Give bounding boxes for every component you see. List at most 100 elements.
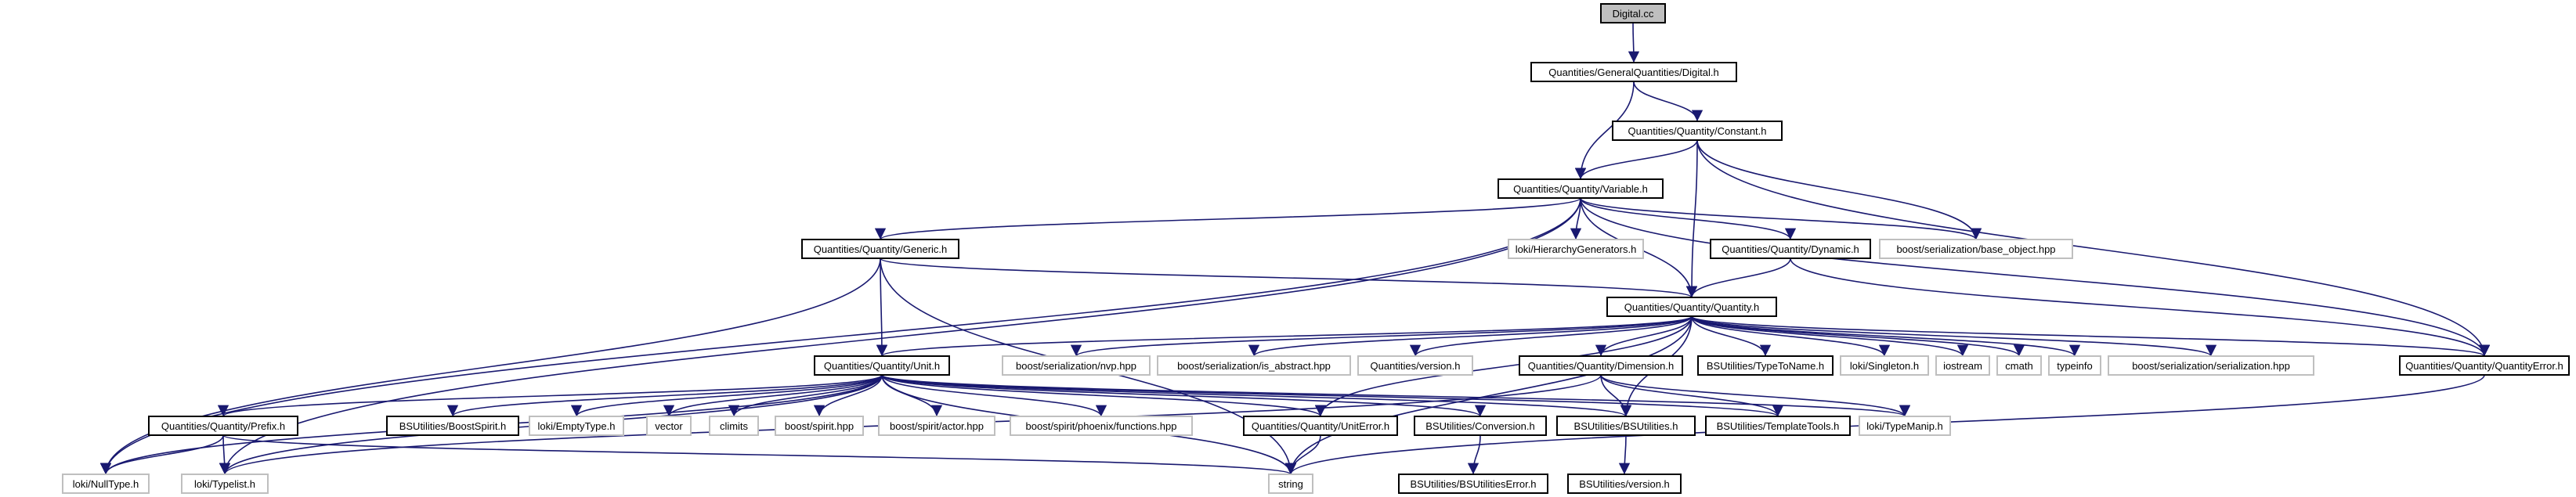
node-n5[interactable]: boost/serialization/base_object.hpp	[1879, 239, 2073, 259]
node-n17[interactable]: cmath	[1996, 355, 2042, 376]
edge-n1-n3	[1574, 81, 1635, 180]
edge-n9-n22	[447, 374, 883, 417]
node-n37[interactable]: BSUtilities/BSUtilitiesError.h	[1398, 474, 1548, 494]
node-box	[1268, 474, 1313, 494]
node-box	[1879, 239, 2073, 259]
node-box	[1859, 416, 1951, 436]
node-label: climits	[720, 420, 749, 432]
node-label: boost/serialization/base_object.hpp	[1896, 243, 2055, 255]
node-label: boost/spirit/phoenix/functions.hpp	[1026, 420, 1177, 432]
node-box	[1612, 121, 1783, 141]
node-n11[interactable]: boost/serialization/is_abstract.hpp	[1157, 355, 1351, 376]
edge-n7-n20	[1790, 258, 2490, 357]
node-n21[interactable]: Quantities/Quantity/Prefix.h	[148, 416, 298, 436]
node-label: BSUtilities/version.h	[1579, 478, 1670, 490]
node-n13[interactable]: Quantities/Quantity/Dimension.h	[1519, 355, 1683, 376]
node-n20[interactable]: Quantities/Quantity/QuantityError.h	[2399, 355, 2570, 376]
node-n22[interactable]: BSUtilities/BoostSpirit.h	[386, 416, 519, 436]
node-label: boost/serialization/is_abstract.hpp	[1177, 360, 1331, 372]
edge-n3-n20	[1580, 197, 2491, 357]
node-n33[interactable]: loki/TypeManip.h	[1859, 416, 1951, 436]
node-box	[1697, 355, 1834, 376]
edge-n29-n36	[1284, 434, 1321, 475]
node-box	[1996, 355, 2042, 376]
node-n7[interactable]: Quantities/Quantity/Dynamic.h	[1710, 239, 1871, 259]
node-label: Quantities/Quantity/QuantityError.h	[2405, 360, 2563, 372]
node-box	[62, 474, 150, 494]
node-n9[interactable]: Quantities/Quantity/Unit.h	[814, 355, 950, 376]
node-n23[interactable]: loki/EmptyType.h	[529, 416, 624, 436]
node-n2[interactable]: Quantities/Quantity/Constant.h	[1612, 121, 1783, 141]
edge-n7-n8	[1685, 258, 1791, 298]
node-n27[interactable]: boost/spirit/actor.hpp	[878, 416, 995, 436]
edge-n3-n35	[219, 197, 1581, 475]
edge-n8-n10	[1071, 315, 1693, 357]
edge-n21-n35	[219, 434, 231, 475]
node-n31[interactable]: BSUtilities/BSUtilities.h	[1556, 416, 1696, 436]
node-box	[1508, 239, 1644, 259]
node-n16[interactable]: iostream	[1935, 355, 1990, 376]
node-n26[interactable]: boost/spirit.hpp	[775, 416, 864, 436]
node-n1[interactable]: Quantities/GeneralQuantities/Digital.h	[1530, 62, 1737, 82]
node-box	[1556, 416, 1696, 436]
node-n19[interactable]: boost/serialization/serialization.hpp	[2108, 355, 2314, 376]
edge-n8-n11	[1248, 315, 1693, 357]
node-n29[interactable]: Quantities/Quantity/UnitError.h	[1243, 416, 1398, 436]
edge-n2-n3	[1574, 139, 1698, 180]
node-n4[interactable]: loki/HierarchyGenerators.h	[1508, 239, 1644, 259]
node-label: BSUtilities/Conversion.h	[1425, 420, 1534, 432]
edge-n8-n18	[1691, 315, 2080, 357]
edge-n8-n15	[1691, 315, 1891, 357]
node-n14[interactable]: BSUtilities/TypeToName.h	[1697, 355, 1834, 376]
edge-n1-n2	[1633, 81, 1703, 122]
edge-n8-n20	[1691, 315, 2490, 357]
node-box	[1840, 355, 1929, 376]
node-n38[interactable]: BSUtilities/version.h	[1567, 474, 1682, 494]
node-n35[interactable]: loki/Typelist.h	[181, 474, 269, 494]
edge-n8-n9	[876, 315, 1693, 357]
node-n25[interactable]: climits	[709, 416, 759, 436]
node-box	[529, 416, 624, 436]
node-n0[interactable]: Digital.cc	[1600, 3, 1666, 23]
node-label: loki/EmptyType.h	[538, 420, 616, 432]
edge-n2-n8	[1685, 139, 1698, 298]
node-label: loki/Singleton.h	[1850, 360, 1919, 372]
edge-n2-n5	[1696, 139, 1982, 240]
edge-n8-n13	[1595, 315, 1693, 357]
node-label: BSUtilities/TemplateTools.h	[1717, 420, 1840, 432]
node-box	[1002, 355, 1151, 376]
node-box	[1606, 297, 1777, 317]
node-n10[interactable]: boost/serialization/nvp.hpp	[1002, 355, 1151, 376]
node-n30[interactable]: BSUtilities/Conversion.h	[1414, 416, 1547, 436]
node-box	[1010, 416, 1193, 436]
node-n28[interactable]: boost/spirit/phoenix/functions.hpp	[1010, 416, 1193, 436]
node-n36[interactable]: string	[1268, 474, 1313, 494]
node-n15[interactable]: loki/Singleton.h	[1840, 355, 1929, 376]
node-box	[1357, 355, 1473, 376]
node-label: Quantities/Quantity/Unit.h	[824, 360, 940, 372]
edge-n13-n31	[1600, 374, 1632, 417]
node-box	[1243, 416, 1398, 436]
node-box	[709, 416, 759, 436]
node-label: Quantities/GeneralQuantities/Digital.h	[1548, 67, 1719, 78]
node-label: BSUtilities/BSUtilitiesError.h	[1410, 478, 1536, 490]
node-box	[801, 239, 959, 259]
node-box	[1567, 474, 1682, 494]
node-label: loki/TypeManip.h	[1866, 420, 1943, 432]
node-box	[1414, 416, 1547, 436]
node-box	[878, 416, 995, 436]
node-box	[1530, 62, 1737, 82]
node-n34[interactable]: loki/NullType.h	[62, 474, 150, 494]
node-n3[interactable]: Quantities/Quantity/Variable.h	[1498, 178, 1664, 199]
node-box	[1157, 355, 1351, 376]
node-n6[interactable]: Quantities/Quantity/Generic.h	[801, 239, 959, 259]
node-n8[interactable]: Quantities/Quantity/Quantity.h	[1606, 297, 1777, 317]
node-box	[1935, 355, 1990, 376]
node-n32[interactable]: BSUtilities/TemplateTools.h	[1705, 416, 1851, 436]
node-n24[interactable]: vector	[646, 416, 692, 436]
node-n12[interactable]: Quantities/version.h	[1357, 355, 1473, 376]
edge-n3-n6	[875, 197, 1581, 240]
node-n18[interactable]: typeinfo	[2048, 355, 2101, 376]
nodes: Digital.ccQuantities/GeneralQuantities/D…	[62, 3, 2570, 494]
